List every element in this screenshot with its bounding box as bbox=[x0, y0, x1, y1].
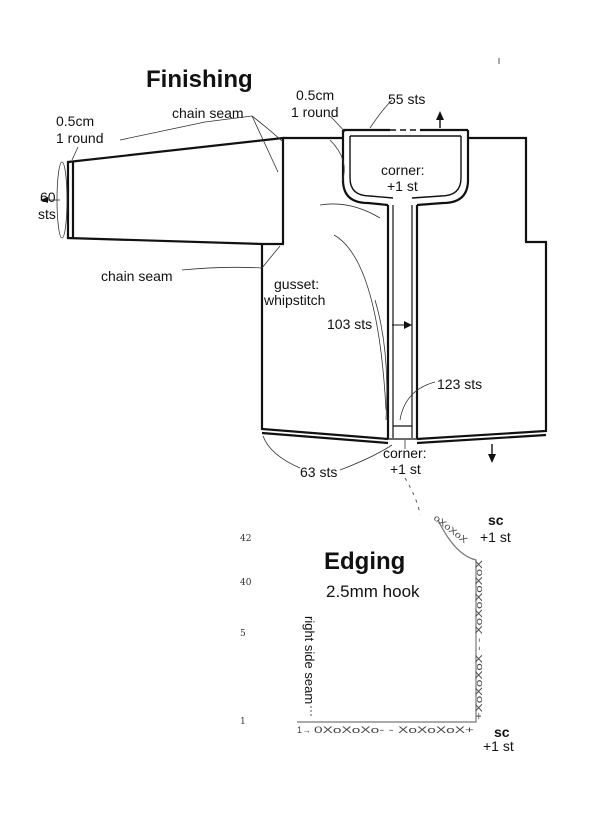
corner-bottom-label: corner: bbox=[383, 445, 427, 461]
sleeve-edge-rounds: 1 round bbox=[56, 130, 103, 146]
neck-edge-rounds: 1 round bbox=[291, 104, 338, 120]
edge-number-2: 40 bbox=[240, 578, 252, 588]
start-marker: 1→ bbox=[297, 725, 311, 735]
gusset-method: whipstitch bbox=[263, 292, 325, 308]
neck-edge-size: 0.5cm bbox=[296, 87, 334, 103]
edging-hook: 2.5mm hook bbox=[326, 582, 420, 601]
left-front-outline bbox=[260, 136, 394, 445]
corner-bottom-add-st: +1 st bbox=[483, 738, 514, 754]
neck-edging bbox=[341, 111, 470, 207]
gusset-label: gusset: bbox=[274, 276, 319, 292]
neck-sts-label: 55 sts bbox=[388, 91, 425, 107]
connector-dashed bbox=[404, 477, 421, 516]
leader-lines bbox=[71, 99, 436, 471]
edging-title: Edging bbox=[324, 548, 405, 575]
edge-number-3: 5 bbox=[240, 629, 246, 639]
corner-top-add: +1 st bbox=[387, 178, 418, 194]
edging-corner-outline bbox=[297, 519, 477, 723]
sleeve-sts-unit: sts bbox=[38, 206, 56, 222]
hem-right-sts-label: 123 sts bbox=[437, 376, 482, 392]
corner-bottom-sc: sc bbox=[494, 724, 510, 740]
hem-arrow bbox=[488, 444, 496, 463]
sleeve-outline bbox=[40, 136, 285, 246]
front-sts-label: 103 sts bbox=[327, 316, 372, 332]
finishing-section: Finishing bbox=[38, 66, 548, 480]
corner-bottom-add: +1 st bbox=[390, 461, 421, 477]
sleeve-sts-count: 60 bbox=[40, 189, 56, 205]
sleeve-edge-size: 0.5cm bbox=[56, 113, 94, 129]
corner-top-label: corner: bbox=[381, 162, 425, 178]
right-side-seam-label: right side seam bbox=[302, 616, 317, 704]
edging-section: Edging 2.5mm hook 42 40 5 1 right side s… bbox=[240, 477, 514, 754]
finishing-title: Finishing bbox=[146, 66, 253, 93]
chain-seam-top-label: chain seam bbox=[172, 105, 244, 121]
chain-seam-bottom-label: chain seam bbox=[101, 268, 173, 284]
side-column-stitches: +XoXoXoX - - XoXoXoXoX bbox=[474, 560, 484, 720]
edge-number-4: 1 bbox=[240, 717, 246, 727]
hem-left-sts-label: 63 sts bbox=[300, 464, 337, 480]
right-front-outline bbox=[388, 136, 548, 445]
corner-top-sc: sc bbox=[488, 512, 504, 528]
edge-number-1: 42 bbox=[240, 534, 251, 544]
corner-top-add-st: +1 st bbox=[480, 529, 511, 545]
bottom-row-stitches: 0XoXoXo- - XoXoXoX+ bbox=[314, 725, 474, 735]
